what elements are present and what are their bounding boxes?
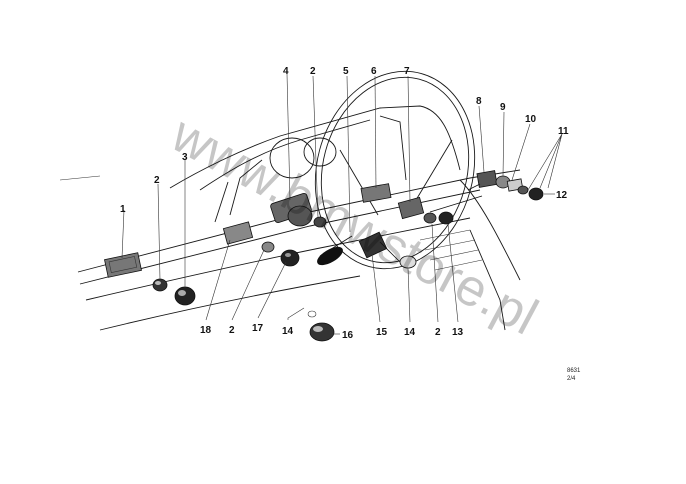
callout-3: 3 bbox=[182, 152, 188, 163]
callout-labels: 1 2 3 4 2 5 6 7 8 9 10 11 12 18 2 17 14 … bbox=[120, 66, 569, 341]
callout-11: 11 bbox=[558, 126, 569, 137]
callout-18: 18 bbox=[200, 325, 212, 336]
callout-7: 7 bbox=[404, 66, 410, 77]
part-3-rotary-knob bbox=[174, 286, 196, 306]
part-1-switch-block bbox=[104, 252, 142, 278]
callout-6: 6 bbox=[371, 66, 377, 77]
part-5-lever bbox=[317, 235, 353, 266]
part-17-knob bbox=[280, 249, 300, 267]
part-2-knob-a bbox=[152, 278, 168, 292]
callout-2: 2 bbox=[154, 175, 160, 186]
watermark: www.bmwstore.pl bbox=[161, 105, 546, 347]
callout-13: 13 bbox=[452, 327, 464, 338]
part-18-switch bbox=[222, 221, 254, 245]
callout-16: 16 bbox=[342, 330, 354, 341]
callout-14: 14 bbox=[404, 327, 416, 338]
callout-1: 1 bbox=[120, 204, 126, 215]
leader-lines bbox=[121, 73, 563, 335]
part-7-switch bbox=[397, 195, 483, 220]
callout-10: 10 bbox=[525, 114, 537, 125]
part-2-knob-c bbox=[261, 241, 275, 253]
callout-12: 12 bbox=[556, 190, 568, 201]
callout-2: 2 bbox=[435, 327, 441, 338]
callout-8: 8 bbox=[476, 96, 482, 107]
callout-2: 2 bbox=[229, 325, 235, 336]
reference-subcode: 2/4 bbox=[567, 376, 576, 382]
callout-9: 9 bbox=[500, 102, 506, 113]
callout-5: 5 bbox=[343, 66, 349, 77]
callout-17: 17 bbox=[252, 323, 264, 334]
part-4-column-switch bbox=[270, 192, 313, 227]
part-12-knob bbox=[517, 185, 544, 201]
part-2-knob-d bbox=[423, 212, 437, 224]
part-15-stalk-switch bbox=[358, 231, 401, 263]
part-16-lock-cylinder bbox=[307, 310, 335, 342]
part-13-knob bbox=[438, 211, 454, 225]
callout-14: 14 bbox=[282, 326, 294, 337]
callout-15: 15 bbox=[376, 327, 388, 338]
dashboard-outline bbox=[59, 105, 521, 331]
callout-2: 2 bbox=[310, 66, 316, 77]
part-6-switch bbox=[360, 183, 392, 203]
callout-4: 4 bbox=[283, 66, 289, 77]
part-2-knob-b bbox=[313, 216, 327, 228]
reference-code: 8631 bbox=[567, 368, 581, 374]
part-8-switch bbox=[467, 170, 498, 191]
